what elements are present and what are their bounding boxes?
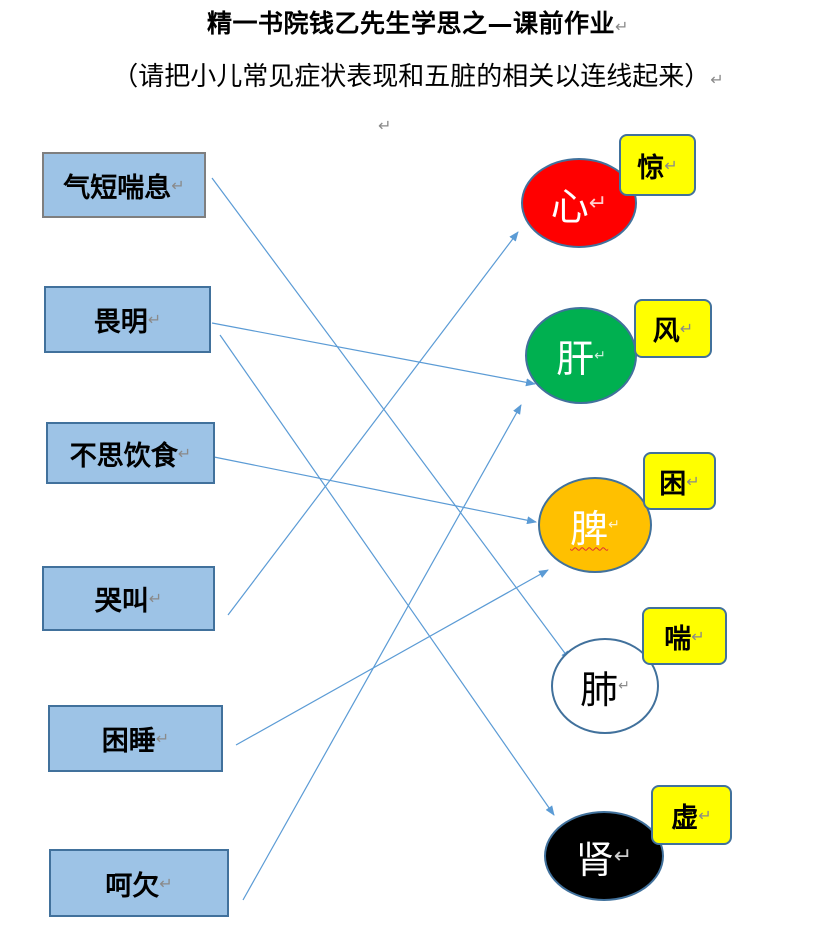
organ-circle-lung[interactable]: 肺↵ [551, 638, 659, 734]
organ-tag-kidney: 虚↵ [651, 785, 732, 845]
organ-circle-kidney[interactable]: 肾↵ [544, 811, 664, 901]
symptom-box[interactable]: 呵欠↵ [49, 849, 229, 917]
paragraph-mark: ↵ [378, 116, 392, 135]
page-subtitle: （请把小儿常见症状表现和五脏的相关以连线起来）↵ [112, 62, 724, 92]
organ-circle-liver[interactable]: 肝↵ [525, 307, 637, 404]
connector-yawn-to-liver [242, 404, 522, 901]
connector-photophobia-to-kidney [219, 334, 555, 816]
symptom-box[interactable]: 哭叫↵ [42, 566, 215, 631]
organ-circle-spleen[interactable]: 脾↵ [538, 477, 652, 573]
connector-photophobia-to-liver [211, 322, 536, 387]
organ-tag-spleen: 困↵ [643, 452, 716, 510]
symptom-box[interactable]: 困睡↵ [48, 705, 223, 772]
symptom-box[interactable]: 气短喘息↵ [42, 152, 206, 218]
symptom-box[interactable]: 畏明↵ [44, 286, 211, 353]
symptom-box[interactable]: 不思饮食↵ [46, 422, 215, 484]
connector-crying-to-heart [227, 231, 519, 616]
connector-appetite-to-spleen [213, 456, 537, 525]
connector-breath-to-lung [211, 177, 571, 661]
organ-circle-heart[interactable]: 心↵ [521, 158, 637, 248]
organ-tag-lung: 喘↵ [642, 607, 727, 665]
organ-tag-liver: 风↵ [634, 299, 712, 358]
connector-sleepy-to-spleen [235, 569, 549, 746]
page-title: 精一书院钱乙先生学思之—课前作业↵ [207, 9, 629, 38]
organ-tag-heart: 惊↵ [619, 134, 696, 196]
